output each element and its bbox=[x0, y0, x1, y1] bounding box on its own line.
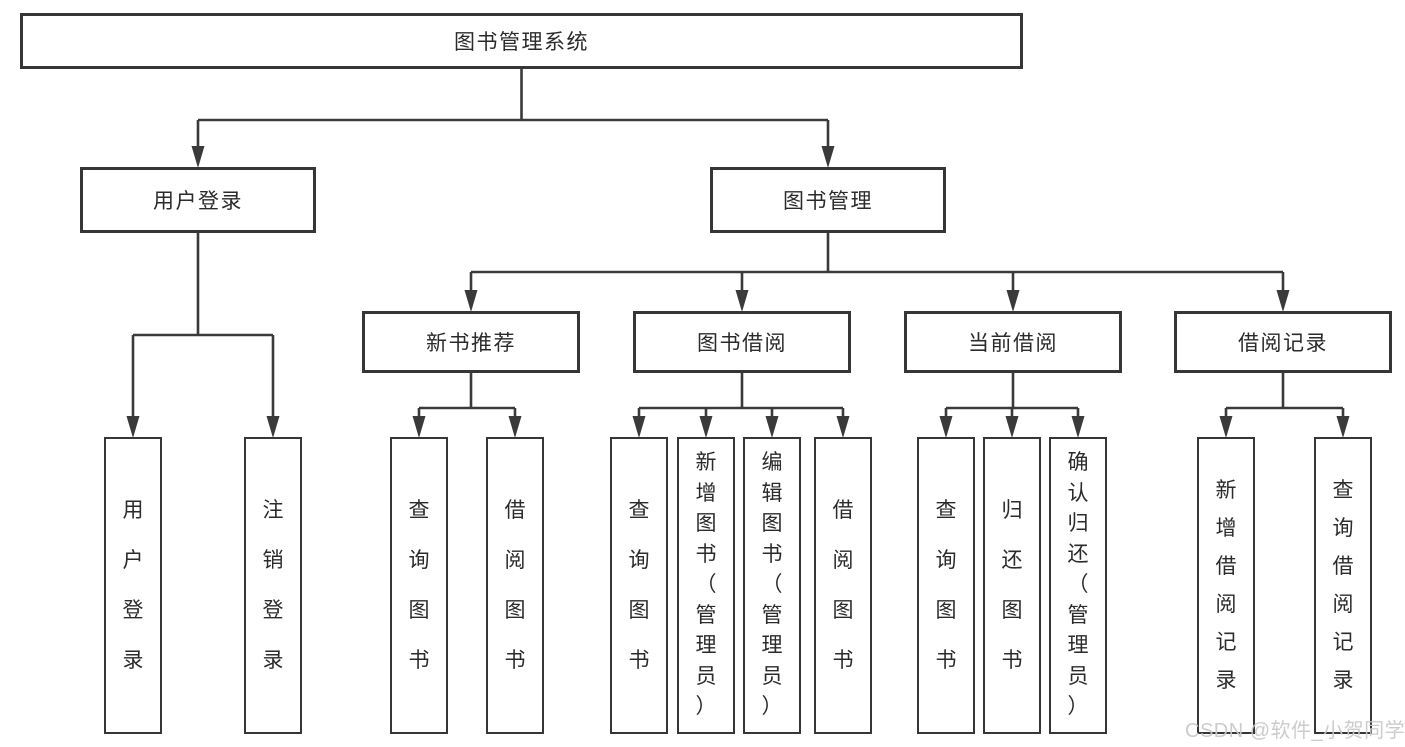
node-leaf-query-book-borrow-label: 查 询 图 书 bbox=[628, 498, 650, 672]
node-book-mgmt-label: 图书管理 bbox=[783, 190, 873, 213]
node-leaf-confirm-return-label: 确 认 归 还 （ 管 理 员 ） bbox=[1067, 451, 1089, 719]
node-leaf-borrow-book-label: 借 阅 图 书 bbox=[832, 498, 854, 672]
node-borrow-record-label: 借阅记录 bbox=[1238, 332, 1328, 355]
node-root: 图书管理系统 bbox=[20, 13, 1023, 69]
node-leaf-query-book-rec: 查 询 图 书 bbox=[390, 437, 448, 734]
node-leaf-query-book-borrow: 查 询 图 书 bbox=[610, 437, 668, 734]
node-leaf-edit-book-label: 编 辑 图 书 （ 管 理 员 ） bbox=[761, 451, 783, 719]
node-leaf-confirm-return: 确 认 归 还 （ 管 理 员 ） bbox=[1049, 437, 1107, 734]
node-leaf-query-book-current: 查 询 图 书 bbox=[917, 437, 975, 734]
node-leaf-query-book-rec-label: 查 询 图 书 bbox=[408, 498, 430, 672]
node-user-login-label: 用户登录 bbox=[153, 190, 243, 213]
connector-current-borrow-children bbox=[939, 373, 1085, 438]
node-leaf-borrow-book: 借 阅 图 书 bbox=[814, 437, 872, 734]
node-leaf-add-borrow-record: 新 增 借 阅 记 录 bbox=[1197, 437, 1255, 734]
connector-root-to-level2 bbox=[191, 69, 835, 168]
node-new-book-rec-label: 新书推荐 bbox=[426, 332, 516, 355]
node-leaf-logout: 注 销 登 录 bbox=[244, 437, 302, 734]
node-user-login: 用户登录 bbox=[80, 167, 316, 233]
node-book-borrow: 图书借阅 bbox=[633, 311, 851, 373]
node-leaf-user-login: 用 户 登 录 bbox=[104, 437, 162, 734]
node-book-mgmt: 图书管理 bbox=[710, 167, 946, 233]
node-leaf-logout-label: 注 销 登 录 bbox=[262, 498, 284, 672]
node-leaf-edit-book: 编 辑 图 书 （ 管 理 员 ） bbox=[743, 437, 801, 734]
node-current-borrow: 当前借阅 bbox=[904, 311, 1122, 373]
node-leaf-add-borrow-record-label: 新 增 借 阅 记 录 bbox=[1215, 478, 1237, 692]
node-leaf-borrow-book-rec: 借 阅 图 书 bbox=[486, 437, 544, 734]
node-leaf-query-borrow-record: 查 询 借 阅 记 录 bbox=[1314, 437, 1372, 734]
connector-book-mgmt-children bbox=[464, 233, 1290, 312]
node-leaf-query-borrow-record-label: 查 询 借 阅 记 录 bbox=[1332, 478, 1354, 692]
csdn-watermark: CSDN @软件_小贺同学 bbox=[1185, 720, 1405, 742]
node-leaf-add-book-label: 新 增 图 书 （ 管 理 员 ） bbox=[695, 451, 717, 719]
node-leaf-return-book: 归 还 图 书 bbox=[983, 437, 1041, 734]
node-leaf-user-login-label: 用 户 登 录 bbox=[122, 498, 144, 672]
connector-new-book-rec-children bbox=[412, 373, 522, 438]
node-current-borrow-label: 当前借阅 bbox=[968, 332, 1058, 355]
connector-borrow-record-children bbox=[1219, 373, 1350, 438]
node-new-book-rec: 新书推荐 bbox=[362, 311, 580, 373]
node-borrow-record: 借阅记录 bbox=[1174, 311, 1392, 373]
node-book-borrow-label: 图书借阅 bbox=[697, 332, 787, 355]
node-leaf-add-book: 新 增 图 书 （ 管 理 员 ） bbox=[677, 437, 735, 734]
connector-book-borrow-children bbox=[632, 373, 850, 438]
connector-user-login-children bbox=[126, 233, 280, 438]
node-root-label: 图书管理系统 bbox=[454, 31, 589, 54]
node-leaf-query-book-current-label: 查 询 图 书 bbox=[935, 498, 957, 672]
node-leaf-borrow-book-rec-label: 借 阅 图 书 bbox=[504, 498, 526, 672]
node-leaf-return-book-label: 归 还 图 书 bbox=[1001, 498, 1023, 672]
